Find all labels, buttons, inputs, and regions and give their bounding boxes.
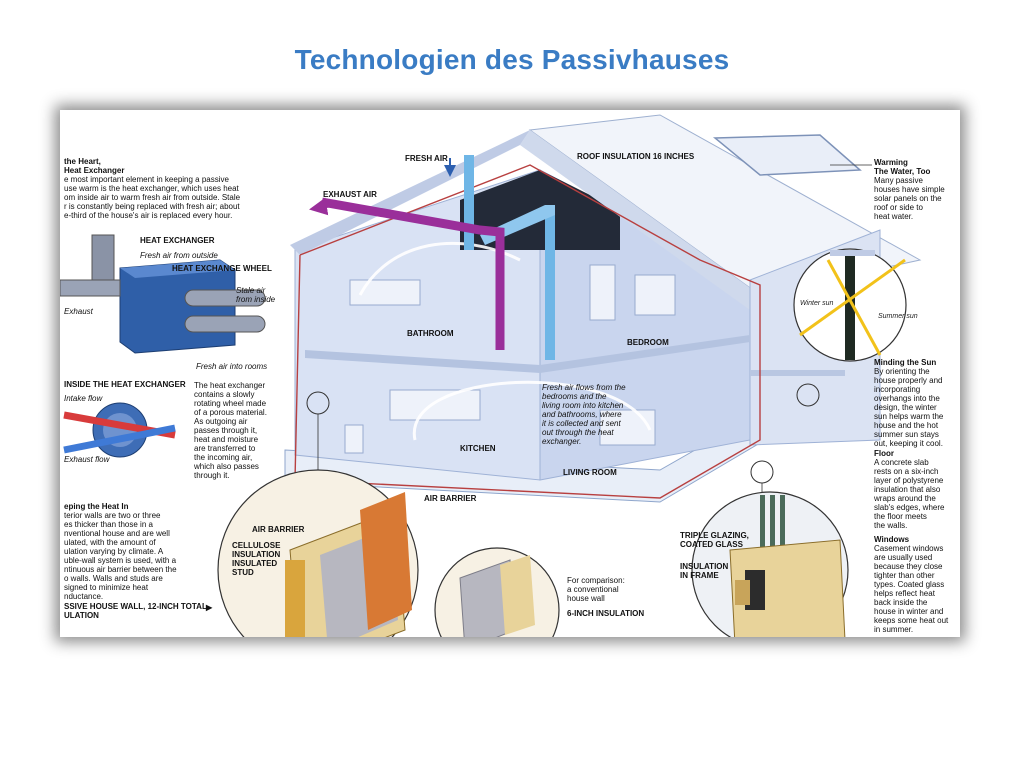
windows-heading: Windows	[874, 535, 910, 544]
overhang	[750, 370, 845, 376]
heat-exchanger-unit	[60, 234, 266, 354]
hx-wheel-diagram	[63, 402, 176, 458]
label-living-room: LIVING ROOM	[563, 468, 617, 477]
wall-caption-1: SSIVE HOUSE WALL, 12-INCH TOTAL	[64, 602, 207, 611]
conventional-wall-callout	[434, 547, 560, 637]
floor-heading: Floor	[874, 449, 894, 458]
floor-text: A concrete slab rests on a six-inch laye…	[873, 458, 947, 530]
keeping-heading: eping the Heat In	[64, 502, 129, 511]
water-heading-2: The Water, Too	[874, 167, 931, 176]
bed-lower	[599, 409, 656, 446]
label-heat-exchange-wheel: HEAT EXCHANGE WHEEL	[172, 264, 272, 273]
label-fresh-from-outside: Fresh air from outside	[140, 251, 218, 260]
solar-panel	[712, 134, 862, 176]
kitchen-counter	[389, 389, 481, 421]
bed-upper	[634, 274, 676, 316]
sun-heading: Minding the Sun	[874, 358, 936, 367]
label-six-inch: 6-INCH INSULATION	[567, 609, 644, 618]
window-section-callout	[691, 491, 849, 637]
label-air-barrier: AIR BARRIER	[424, 494, 477, 503]
label-triple-1: TRIPLE GLAZING,	[680, 531, 749, 540]
wall-caption-2: ULATION	[64, 611, 99, 620]
caption-arrow-icon: ▶	[205, 603, 213, 612]
label-heat-exchanger: HEAT EXCHANGER	[140, 236, 215, 245]
chair	[344, 424, 364, 454]
label-cellulose-2: INSULATION	[232, 550, 281, 559]
label-roof-insulation: ROOF INSULATION 16 INCHES	[577, 152, 695, 161]
second-floor	[305, 335, 750, 373]
house-cutaway	[284, 114, 922, 503]
label-ins-frame-2: IN FRAME	[680, 571, 719, 580]
passive-house-illustration: FRESH AIR ROOF INSULATION 16 INCHES EXHA…	[60, 110, 960, 637]
label-bedroom: BEDROOM	[627, 338, 669, 347]
label-exhaust: Exhaust	[64, 307, 94, 316]
sun-angle-callout	[793, 248, 907, 362]
label-fresh-to-rooms: Fresh air into rooms	[196, 362, 267, 371]
flow-note: Fresh air flows from the bedrooms and th…	[542, 383, 628, 446]
heart-text: e most important element in keeping a pa…	[64, 175, 242, 220]
label-stale-air-1: Stale air	[236, 286, 266, 295]
label-bathroom: BATHROOM	[407, 329, 454, 338]
supply-duct-vertical	[545, 205, 555, 360]
label-cellulose-1: CELLULOSE	[232, 541, 281, 550]
wardrobe	[589, 264, 616, 321]
label-summer-sun: Summer sun	[878, 313, 918, 320]
label-exhaust-flow: Exhaust flow	[64, 455, 111, 464]
flow-arc-lower	[412, 380, 652, 441]
label-fresh-air: FRESH AIR	[405, 154, 448, 163]
sun-text: By orienting the house properly and inco…	[874, 367, 946, 448]
water-text: Many passive houses have simple solar pa…	[874, 176, 947, 221]
wall-section-callout	[217, 469, 419, 637]
label-inside-hx: INSIDE THE HEAT EXCHANGER	[64, 380, 186, 389]
windows-text: Casement windows are usually used becaus…	[874, 544, 951, 634]
heart-heading-1: the Heart,	[64, 157, 101, 166]
fresh-air-duct	[464, 155, 474, 250]
label-wall-air-barrier: AIR BARRIER	[252, 525, 305, 534]
slide-title: Technologien des Passivhauses	[294, 44, 730, 75]
exhaust-duct	[321, 197, 505, 350]
label-intake-flow: Intake flow	[64, 394, 103, 403]
label-ins-frame-1: INSULATION	[680, 562, 729, 571]
callout-marker-window	[750, 460, 774, 484]
exhaust-air-arrow	[309, 197, 336, 216]
hx-description: The heat exchanger contains a slowly rot…	[193, 381, 269, 480]
label-stale-air-2: from inside	[236, 295, 276, 304]
label-exhaust-air: EXHAUST AIR	[323, 190, 377, 199]
water-heading-1: Warming	[874, 158, 908, 167]
label-winter-sun: Winter sun	[800, 300, 834, 307]
keeping-text: terior walls are two or three es thicker…	[64, 511, 179, 601]
roof-edge	[520, 130, 760, 310]
callout-marker-sun	[796, 383, 820, 407]
label-insulated-1: INSULATED	[232, 559, 277, 568]
label-insulated-2: STUD	[232, 568, 254, 577]
label-triple-2: COATED GLASS	[680, 540, 744, 549]
heart-heading-2: Heat Exchanger	[64, 166, 124, 175]
label-kitchen: KITCHEN	[460, 444, 496, 453]
comparison-text: For comparison: a conventional house wal…	[567, 576, 627, 603]
